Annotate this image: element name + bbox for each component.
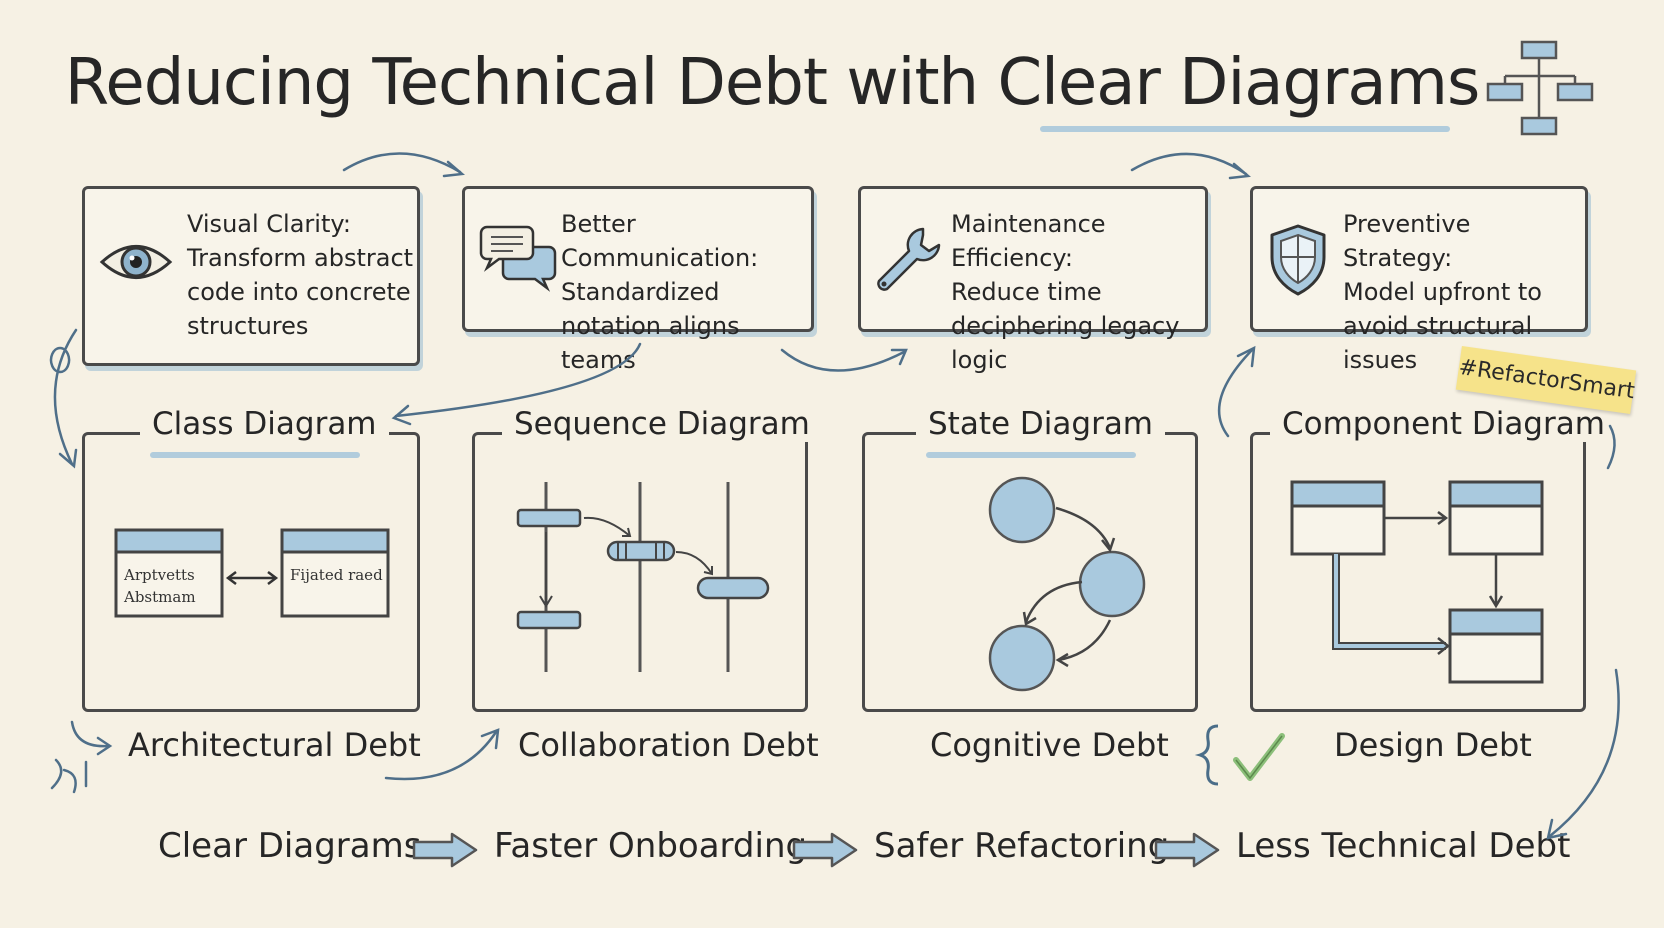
class-title-underline (150, 452, 360, 458)
brace-icon (1194, 724, 1219, 786)
flow-arrow-icon (792, 832, 858, 868)
class-box (114, 528, 224, 618)
state-diagram-drawing (988, 476, 1146, 692)
class-box-label: Arptvetts (123, 566, 195, 584)
state-diagram-title: State Diagram (916, 406, 1166, 442)
class-box-label: Abstmam (123, 588, 196, 606)
debt-label: Design Debt (1334, 726, 1532, 764)
benefit-line: deciphering legacy logic (951, 312, 1180, 374)
benefit-line: Visual Clarity: (187, 210, 351, 238)
wrench-icon (877, 227, 941, 291)
benefit-line: Standardized (561, 278, 720, 306)
check-icon (1233, 733, 1285, 781)
debt-label: Cognitive Debt (930, 726, 1169, 764)
benefit-line: Model upfront to (1343, 278, 1542, 306)
benefit-line: Preventive Strategy: (1343, 210, 1471, 272)
debt-label: Architectural Debt (128, 726, 421, 764)
class-diagram-title: Class Diagram (140, 406, 389, 442)
page-title: Reducing Technical Debt with Clear Diagr… (64, 46, 1481, 120)
class-box (280, 528, 390, 618)
component-diagram-title: Component Diagram (1270, 406, 1617, 442)
benefit-card-preventive-strategy: Preventive Strategy: Model upfront to av… (1250, 186, 1588, 374)
shield-icon (1270, 224, 1326, 296)
benefit-card-maintenance-efficiency: Maintenance Efficiency: Reduce time deci… (858, 186, 1208, 374)
class-box-label: Fijated raed (290, 566, 383, 584)
sequence-diagram-title: Sequence Diagram (502, 406, 822, 442)
benefit-line: Transform abstract (187, 244, 414, 272)
benefit-line: avoid structural issues (1343, 312, 1533, 374)
benefit-card-visual-clarity: Visual Clarity: Transform abstract code … (82, 186, 420, 366)
speech-bubbles-icon (479, 225, 557, 292)
benefit-line: Better Communication: (561, 210, 759, 272)
flow-step: Clear Diagrams (158, 826, 422, 866)
benefit-line: structures (187, 312, 309, 340)
flow-arrow-icon (412, 832, 478, 868)
benefit-card-better-communication: Better Communication: Standardized notat… (462, 186, 814, 374)
flowchart-icon (1486, 40, 1594, 136)
benefit-line: Maintenance Efficiency: (951, 210, 1106, 272)
state-title-underline (926, 452, 1136, 458)
flow-arrow-icon (1154, 832, 1220, 868)
flow-step: Less Technical Debt (1236, 826, 1571, 866)
eye-icon (99, 245, 173, 279)
title-underline (1040, 126, 1450, 132)
flow-step: Faster Onboarding (494, 826, 808, 866)
benefit-line: code into concrete (187, 278, 411, 306)
class-diagram-drawing: Arptvetts Abstmam Fijated raed (114, 528, 390, 618)
sequence-diagram-drawing (516, 482, 770, 672)
component-diagram-drawing (1290, 480, 1544, 684)
benefit-line: notation aligns teams (561, 312, 740, 374)
flow-step: Safer Refactoring (874, 826, 1170, 866)
benefit-line: Reduce time (951, 278, 1102, 306)
debt-label: Collaboration Debt (518, 726, 819, 764)
